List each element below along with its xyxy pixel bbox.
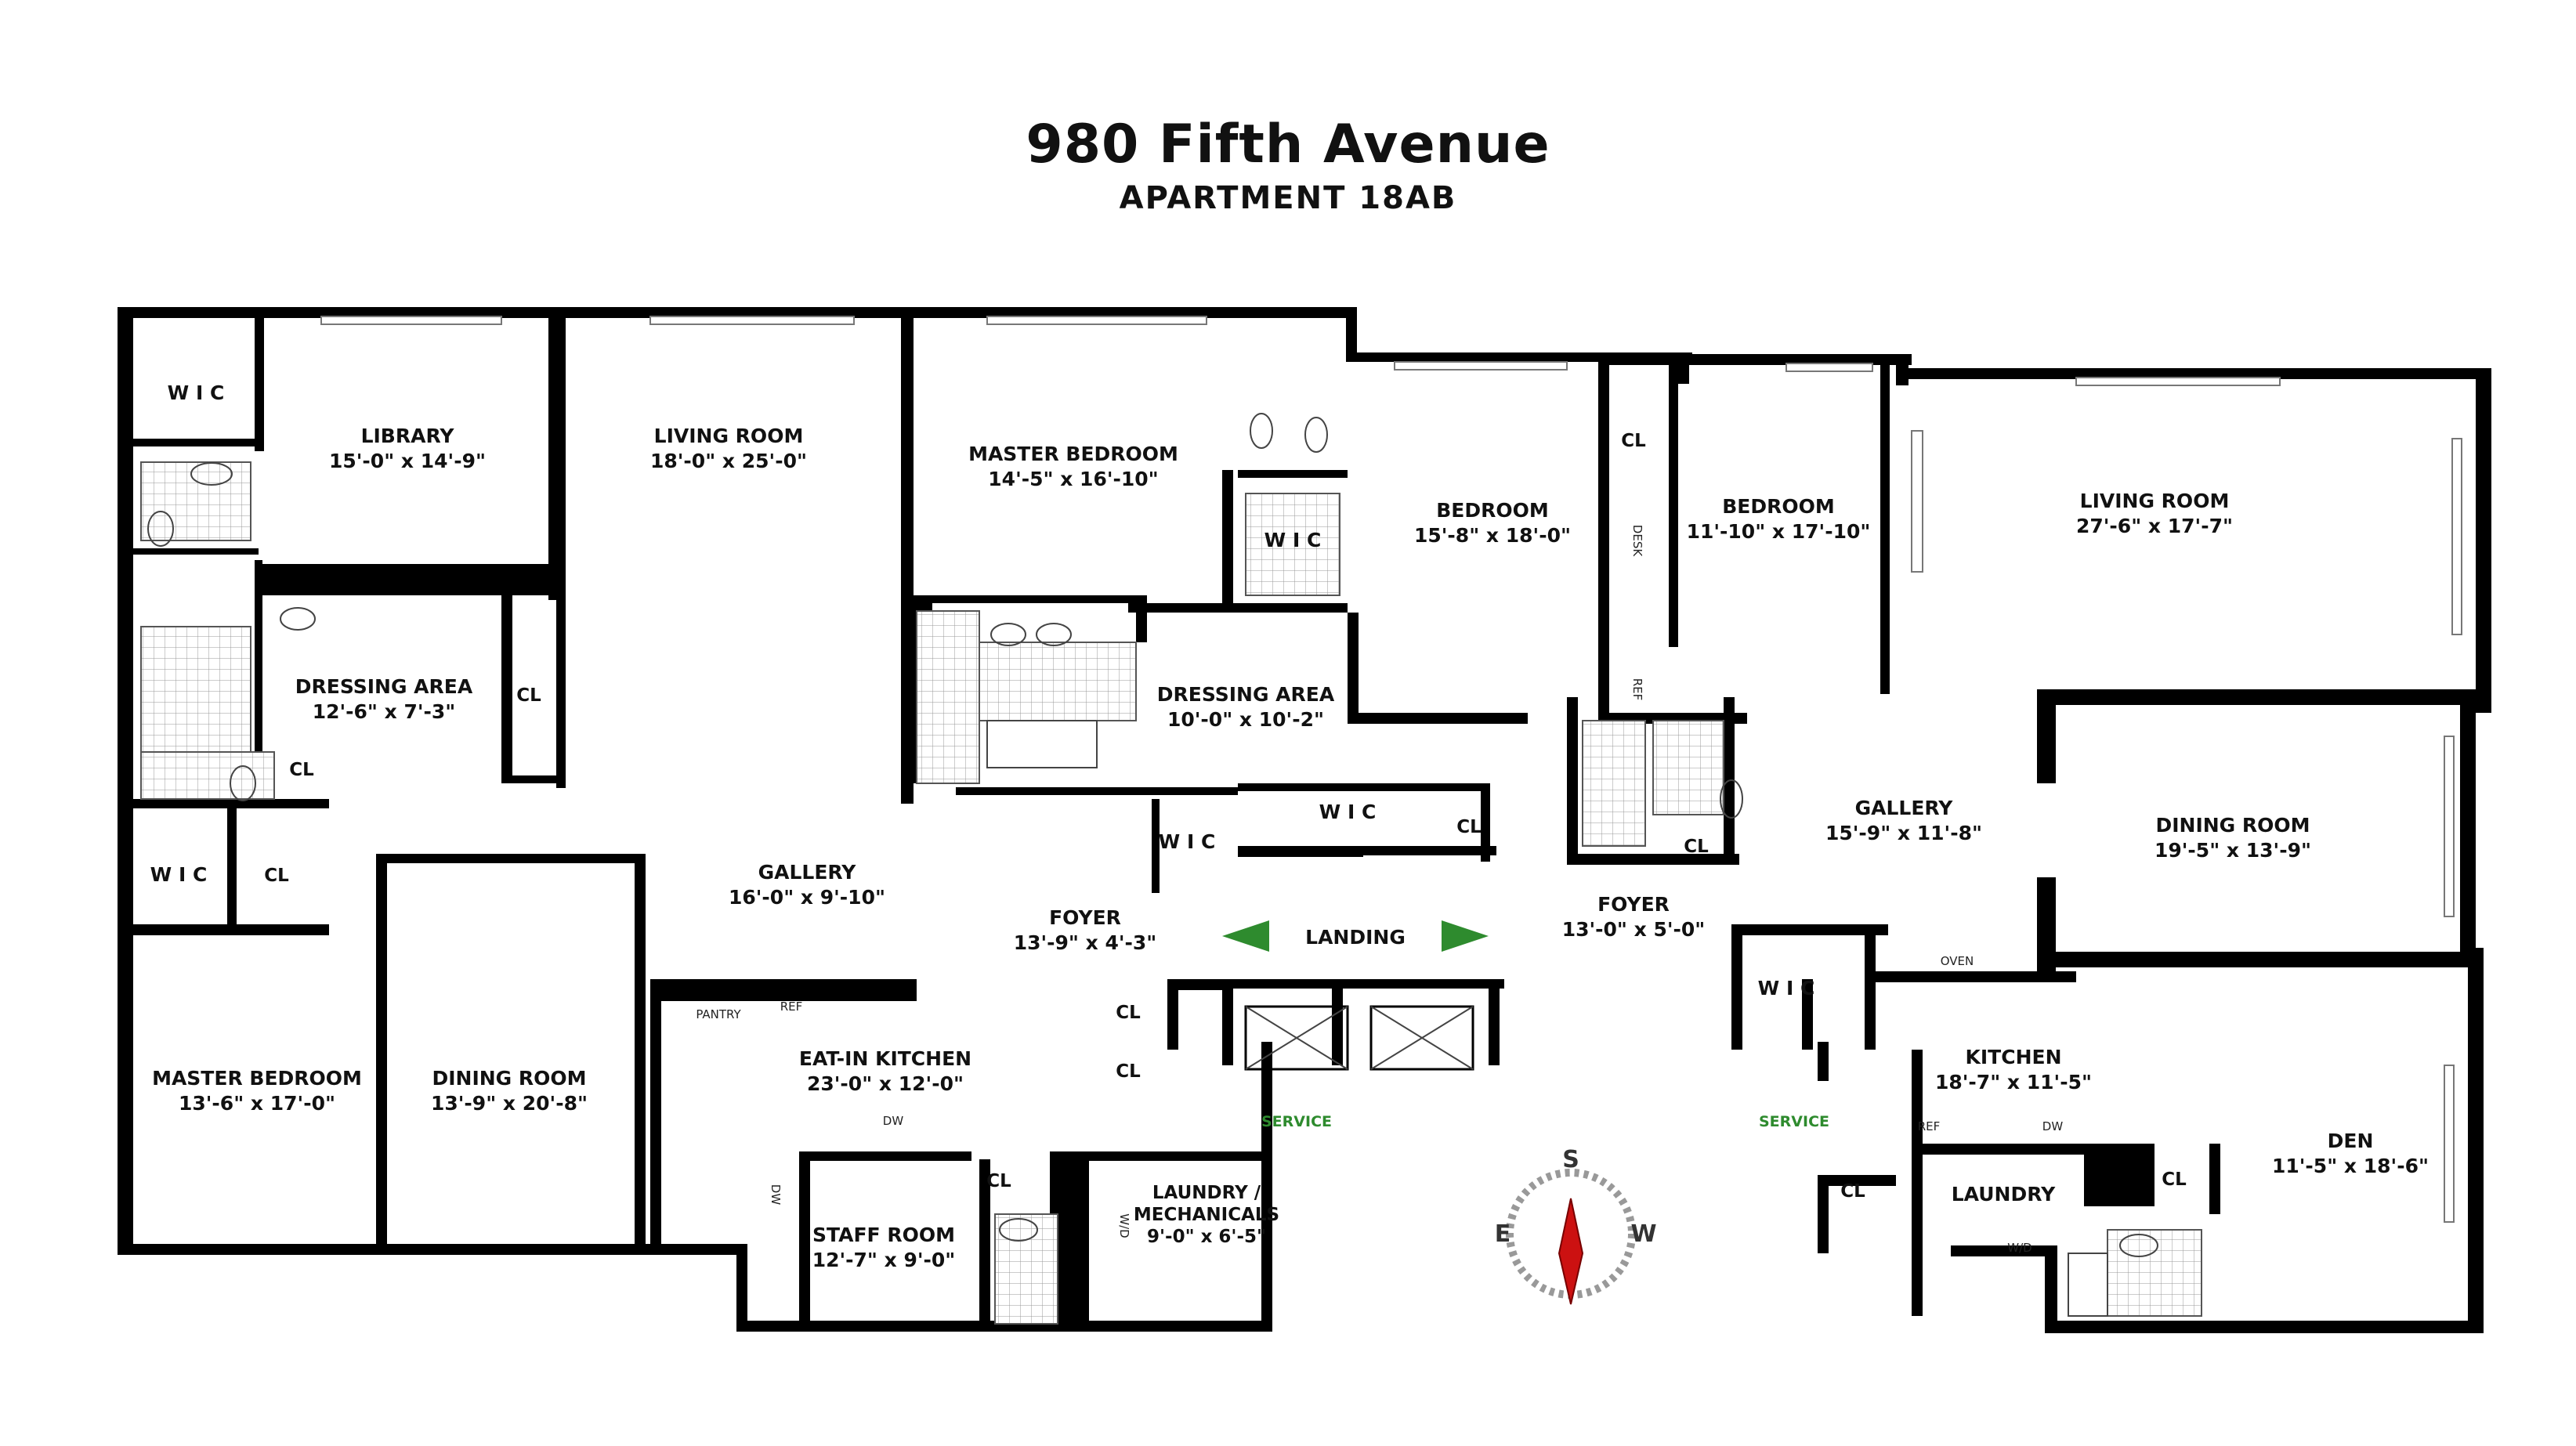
room-pantry: PANTRY [696,1007,741,1021]
room-living-1-dims: 18'-0" x 25'-0" [650,450,807,472]
room-kitchen: KITCHEN [1966,1046,2062,1068]
room-cl-2: CL [516,685,541,706]
room-landing: LANDING [1305,926,1406,949]
service-label-2: SERVICE [1759,1113,1829,1130]
outer-walls-right [1598,352,2491,1333]
room-living-1: LIVING ROOM [654,425,804,447]
room-dining-1: DINING ROOM [432,1067,586,1090]
room-dw-1: DW [883,1114,904,1128]
room-library: LIBRARY [361,425,455,447]
room-dining-1-dims: 13'-9" x 20'-8" [431,1092,588,1115]
room-foyer-2: FOYER [1597,893,1670,916]
room-bedroom-2-dims: 11'-10" x 17'-10" [1687,520,1871,543]
room-eat-in-kitchen: EAT-IN KITCHEN [799,1047,971,1070]
room-cl-8: CL [1116,1061,1141,1082]
service-label-1: SERVICE [1261,1113,1332,1130]
room-dw-3: DW [2042,1119,2064,1133]
compass-e-label: E [1495,1220,1511,1248]
room-master-bedroom-1: MASTER BEDROOM [968,443,1178,465]
room-ref-2: REF [1918,1119,1941,1133]
room-living-2-dims: 27'-6" x 17'-7" [2076,515,2233,537]
room-desk: DESK [1630,525,1644,558]
room-foyer-1: FOYER [1049,906,1121,929]
room-oven: OVEN [1941,954,1974,968]
room-ref-1: REF [780,1000,803,1014]
windows [320,316,2462,1223]
room-master-bedroom-2: MASTER BEDROOM [152,1067,362,1090]
room-foyer-2-dims: 13'-0" x 5'-0" [1562,918,1706,941]
room-gallery-1: GALLERY [758,861,857,884]
room-wic-5: W I C [1159,830,1216,853]
plan-subtitle: APARTMENT 18AB [1119,180,1457,216]
room-dining-2-dims: 19'-5" x 13'-9" [2155,839,2311,862]
room-laundry-mech-dims: 9'-0" x 6'-5" [1147,1227,1266,1247]
room-dining-2: DINING ROOM [2155,814,2310,837]
room-cl-4: CL [1456,817,1482,837]
room-master-bedroom-1-dims: 14'-5" x 16'-10" [988,468,1158,490]
room-wd-2: W/D [2007,1241,2031,1255]
room-kitchen-dims: 18'-7" x 11'-5" [1935,1071,2092,1094]
room-foyer-1-dims: 13'-9" x 4'-3" [1014,931,1157,954]
room-cl-1: CL [1621,431,1646,451]
room-gallery-2-dims: 15'-9" x 11'-8" [1825,822,1982,844]
compass-s-label: S [1562,1146,1579,1173]
room-gallery-2: GALLERY [1855,797,1954,819]
room-wic-1: W I C [168,381,225,404]
room-laundry-mech-2: MECHANICALS [1134,1205,1279,1225]
room-ref-small: REF [1630,678,1644,701]
compass-w-label: W [1630,1220,1656,1248]
room-cl-7: CL [1116,1003,1141,1023]
room-cl-10: CL [1840,1181,1865,1202]
room-dw-2: DW [769,1184,783,1206]
room-cl-5: CL [264,866,289,886]
room-dressing-1-dims: 12'-6" x 7'-3" [313,700,456,723]
compass: S E W [1495,1146,1657,1305]
room-laundry-mech: LAUNDRY / [1152,1183,1261,1203]
room-den: DEN [2328,1130,2374,1152]
room-bedroom-1: BEDROOM [1436,499,1549,522]
room-cl-6: CL [1684,837,1709,857]
room-living-2: LIVING ROOM [2080,490,2230,512]
room-wic-4: W I C [150,863,208,886]
room-wd-1: W/D [1117,1213,1131,1238]
room-library-dims: 15'-0" x 14'-9" [329,450,486,472]
room-labels: W I C LIBRARY 15'-0" x 14'-9" LIVING ROO… [150,381,2429,1271]
room-dressing-2-dims: 10'-0" x 10'-2" [1167,708,1324,731]
room-den-dims: 11'-5" x 18'-6" [2272,1155,2429,1177]
room-eat-in-kitchen-dims: 23'-0" x 12'-0" [807,1072,964,1095]
room-bedroom-2: BEDROOM [1722,495,1835,518]
room-cl-9: CL [986,1171,1011,1191]
room-dressing-1: DRESSING AREA [295,675,473,698]
room-wic-6: W I C [1758,977,1815,1000]
room-bedroom-1-dims: 15'-8" x 18'-0" [1414,524,1571,547]
room-master-bedroom-2-dims: 13'-6" x 17'-0" [179,1092,335,1115]
room-gallery-1-dims: 16'-0" x 9'-10" [729,886,885,909]
room-staff-room: STAFF ROOM [812,1224,955,1246]
landing-arrows [1222,920,1489,952]
room-cl-11: CL [2162,1169,2187,1190]
room-cl-3: CL [289,760,314,780]
plan-title: 980 Fifth Avenue [1026,114,1550,175]
elevators [1244,1005,1474,1071]
bathroom-fixtures [140,413,2202,1325]
room-laundry-2: LAUNDRY [1952,1183,2056,1206]
room-wic-3: W I C [1319,801,1377,823]
room-wic-2: W I C [1264,529,1322,551]
room-dressing-2: DRESSING AREA [1157,683,1335,706]
room-staff-room-dims: 12'-7" x 9'-0" [812,1249,956,1271]
